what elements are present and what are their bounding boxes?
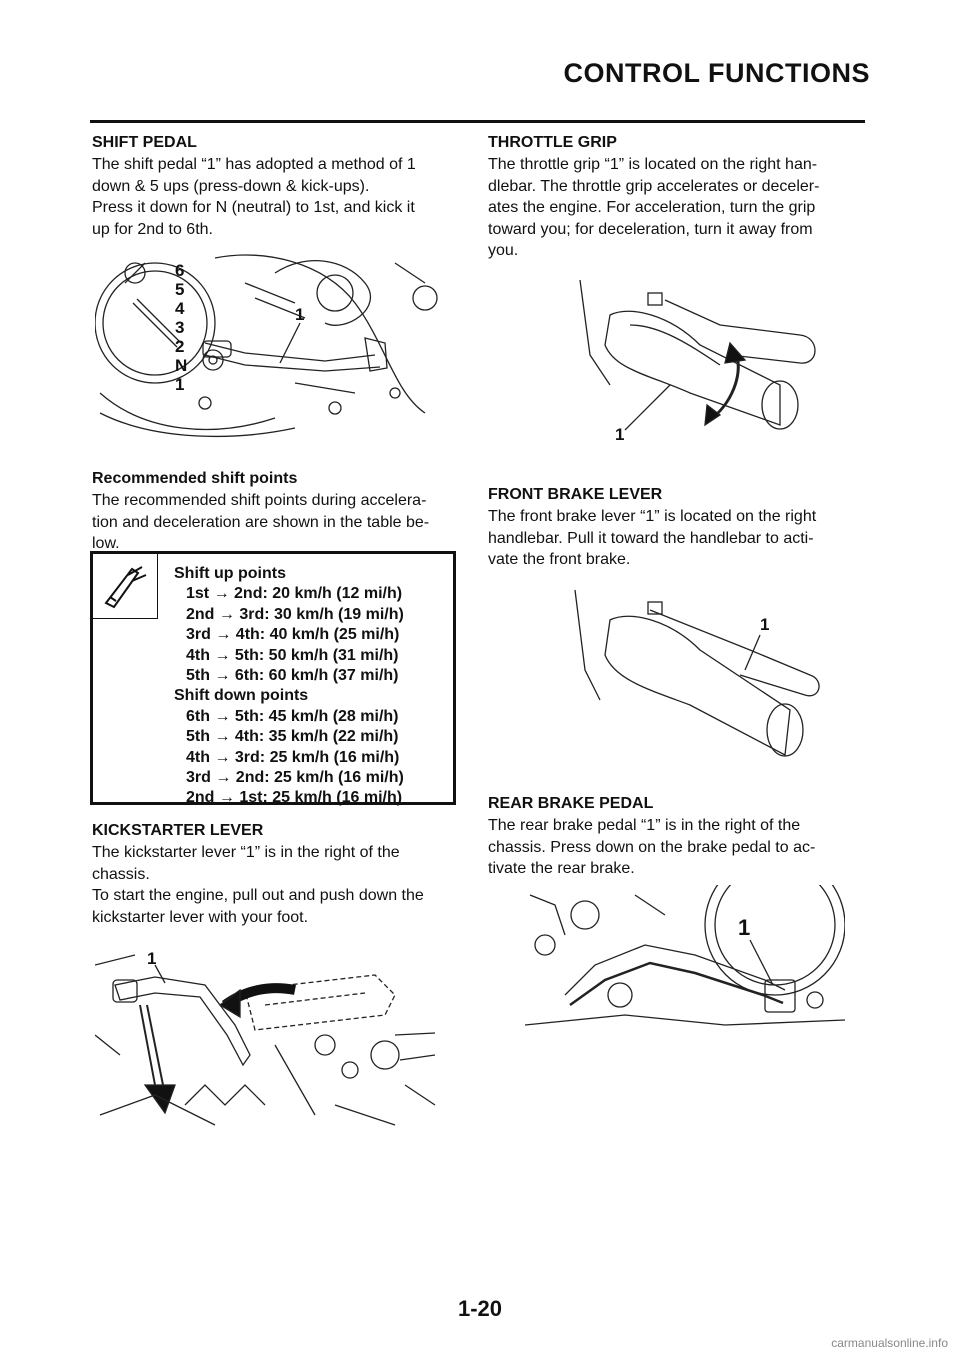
shift-pedal-heading: SHIFT PEDAL <box>92 134 197 151</box>
figure-callout: 1 <box>738 915 751 940</box>
text-line: To start the engine, pull out and push d… <box>92 887 424 904</box>
text-line: handlebar. Pull it toward the handlebar … <box>488 529 814 547</box>
spec-item: 2nd → 1st: 25 km/h (16 mi/h) <box>186 789 403 807</box>
shift-points-list: Shift up points 1st → 2nd: 20 km/h (12 m… <box>174 564 404 809</box>
gear-label: 5 <box>175 280 185 299</box>
rear-brake-text: The rear brake pedal “1” is in the right… <box>488 815 815 880</box>
text-line: you. <box>488 242 519 259</box>
recommended-text: The recommended shift points during acce… <box>92 490 429 555</box>
rear-brake-heading: REAR BRAKE PEDAL <box>488 795 654 812</box>
gear-label: 3 <box>175 318 185 337</box>
front-brake-heading: FRONT BRAKE LEVER <box>488 486 663 503</box>
gear-label: 1 <box>175 375 185 394</box>
text-line: The rear brake pedal “1” is in the right… <box>488 817 801 834</box>
shift-pedal-illustration: 6 5 4 3 2 N 1 1 <box>95 243 440 441</box>
spec-item: 2nd → 3rd: 30 km/h (19 mi/h) <box>186 605 404 623</box>
throttle-grip-illustration: 1 <box>570 275 840 455</box>
gear-label: 2 <box>175 337 185 356</box>
text-line: down & 5 ups (press-down & kick-ups). <box>92 177 370 195</box>
gear-position-labels: 6 5 4 3 2 N 1 <box>175 261 187 394</box>
spec-item: 4th → 5th: 50 km/h (31 mi/h) <box>186 646 399 664</box>
text-line: Press it down for N (neutral) to 1st, an… <box>92 199 415 216</box>
text-line: The recommended shift points during acce… <box>92 492 427 509</box>
text-line: chassis. <box>92 865 150 883</box>
page-number: 1-20 <box>457 1296 503 1321</box>
spec-item: 3rd → 2nd: 25 km/h (16 mi/h) <box>186 769 404 787</box>
figure-callout: 1 <box>295 305 305 324</box>
recommended-heading: Recommended shift points <box>92 470 298 487</box>
header-rule <box>90 120 865 123</box>
text-line: toward you; for deceleration, turn it aw… <box>488 220 813 238</box>
spec-subtitle: Shift down points <box>174 687 309 705</box>
shift-pedal-text: The shift pedal “1” has adopted a method… <box>92 154 416 240</box>
page-header-title: CONTROL FUNCTIONS <box>563 58 870 88</box>
text-line: The front brake lever “1” is located on … <box>488 508 817 525</box>
kickstarter-illustration: 1 <box>95 935 440 1135</box>
figure-callout: 1 <box>147 949 157 968</box>
text-line: chassis. Press down on the brake pedal t… <box>488 838 816 856</box>
spec-item: 3rd → 4th: 40 km/h (25 mi/h) <box>186 626 400 644</box>
text-line: The kickstarter lever “1” is in the righ… <box>92 844 400 861</box>
spec-item: 4th → 3rd: 25 km/h (16 mi/h) <box>186 748 400 766</box>
text-line: The shift pedal “1” has adopted a method… <box>92 156 416 173</box>
spec-subtitle: Shift up points <box>174 565 286 582</box>
text-line: up for 2nd to 6th. <box>92 220 213 238</box>
text-line: kickstarter lever with your foot. <box>92 908 309 926</box>
front-brake-lever-illustration: 1 <box>570 580 840 770</box>
text-line: vate the front brake. <box>488 551 631 568</box>
throttle-heading: THROTTLE GRIP <box>488 134 617 151</box>
spec-item: 5th → 6th: 60 km/h (37 mi/h) <box>186 667 399 685</box>
text-line: tion and deceleration are shown in the t… <box>92 513 430 531</box>
figure-callout: 1 <box>760 615 770 634</box>
spec-item: 6th → 5th: 45 km/h (28 mi/h) <box>186 707 399 725</box>
shift-points-spec-box <box>90 551 456 805</box>
gear-label: N <box>175 356 188 375</box>
text-line: dlebar. The throttle grip accelerates or… <box>488 177 820 195</box>
watermark: carmanualsonline.info <box>831 1336 948 1350</box>
throttle-text: The throttle grip “1” is located on the … <box>488 154 819 262</box>
spec-item: 5th → 4th: 35 km/h (22 mi/h) <box>186 728 399 746</box>
text-line: The throttle grip “1” is located on the … <box>488 156 818 173</box>
text-line: ates the engine. For acceleration, turn … <box>488 199 816 216</box>
spec-item: 1st → 2nd: 20 km/h (12 mi/h) <box>186 585 403 603</box>
text-line: low. <box>92 535 120 552</box>
front-brake-text: The front brake lever “1” is located on … <box>488 506 816 571</box>
rear-brake-pedal-illustration: 1 <box>525 885 845 1040</box>
figure-callout: 1 <box>615 425 625 444</box>
gear-label: 6 <box>175 261 185 280</box>
caliper-tool-icon <box>92 553 159 620</box>
kickstarter-heading: KICKSTARTER LEVER <box>92 822 264 839</box>
kickstarter-text: The kickstarter lever “1” is in the righ… <box>92 842 424 928</box>
text-line: tivate the rear brake. <box>488 860 635 877</box>
gear-label: 4 <box>175 299 185 318</box>
